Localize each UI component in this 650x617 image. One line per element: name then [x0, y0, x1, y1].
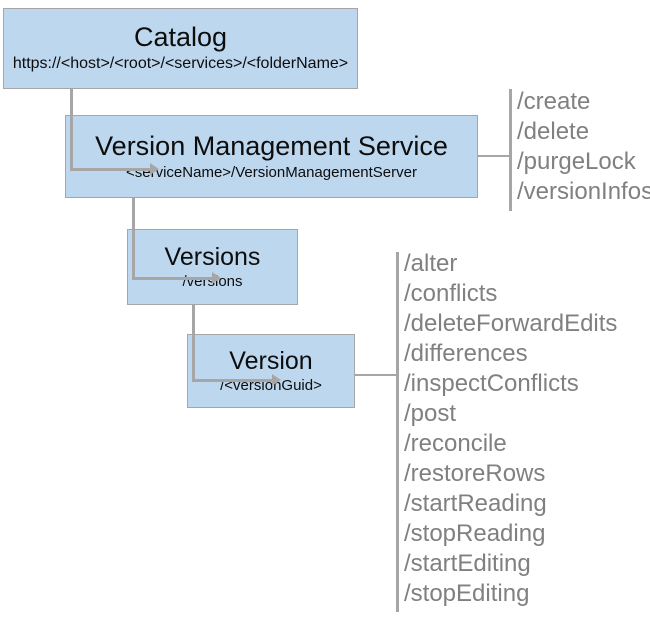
- arrowhead-catalog-to-vms: [150, 163, 159, 175]
- operations-list-vms: /create /delete /purgeLock /versionInfos: [517, 87, 650, 207]
- operation-item[interactable]: /stopEditing: [404, 580, 530, 607]
- node-version[interactable]: Version /<versionGuid>: [187, 334, 355, 408]
- operation-item[interactable]: /restoreRows: [404, 460, 546, 487]
- node-version-management-service[interactable]: Version Management Service <serviceName>…: [65, 115, 478, 198]
- node-versions-title: Versions: [164, 242, 261, 271]
- connector-catalog-to-vms-vertical: [70, 89, 73, 170]
- arrowhead-versions-to-version: [272, 374, 281, 386]
- operations-list-version: /alter /conflicts /deleteForwardEdits /d…: [404, 249, 617, 609]
- node-versions[interactable]: Versions /versions: [127, 229, 298, 305]
- operation-item[interactable]: /inspectConflicts: [404, 370, 579, 397]
- operation-item[interactable]: /stopReading: [404, 520, 546, 547]
- node-catalog-subtitle: https://<host>/<root>/<services>/<folder…: [12, 55, 349, 73]
- operation-item[interactable]: /startEditing: [404, 550, 531, 577]
- operation-item[interactable]: /versionInfos: [517, 178, 650, 205]
- connector-version-to-operations: [355, 374, 397, 376]
- connector-versions-to-version-vertical: [192, 305, 195, 381]
- node-version-title: Version: [229, 346, 313, 375]
- operation-item[interactable]: /differences: [404, 340, 528, 367]
- operation-item[interactable]: /reconcile: [404, 430, 507, 457]
- connector-catalog-to-vms-horizontal: [70, 168, 152, 171]
- connector-versions-to-version-horizontal: [192, 379, 274, 382]
- node-version-management-service-title: Version Management Service: [95, 131, 448, 162]
- operation-item[interactable]: /post: [404, 400, 457, 427]
- operation-item[interactable]: /conflicts: [404, 280, 498, 307]
- connector-vms-to-versions-horizontal: [132, 277, 214, 280]
- node-catalog-title: Catalog: [133, 22, 228, 53]
- connector-vms-to-versions-vertical: [132, 198, 135, 279]
- operation-item[interactable]: /create: [517, 88, 591, 115]
- node-catalog[interactable]: Catalog https://<host>/<root>/<services>…: [3, 8, 358, 89]
- arrowhead-vms-to-versions: [212, 272, 221, 284]
- operation-item[interactable]: /startReading: [404, 490, 547, 517]
- bracket-version-operations: [396, 252, 399, 612]
- connector-vms-to-operations: [478, 155, 510, 157]
- bracket-vms-operations: [509, 89, 512, 211]
- operation-item[interactable]: /delete: [517, 118, 590, 145]
- operation-item[interactable]: /purgeLock: [517, 148, 636, 175]
- operation-item[interactable]: /alter: [404, 250, 458, 277]
- node-version-management-service-subtitle: <serviceName>/VersionManagementServer: [126, 163, 417, 181]
- operation-item[interactable]: /deleteForwardEdits: [404, 310, 618, 337]
